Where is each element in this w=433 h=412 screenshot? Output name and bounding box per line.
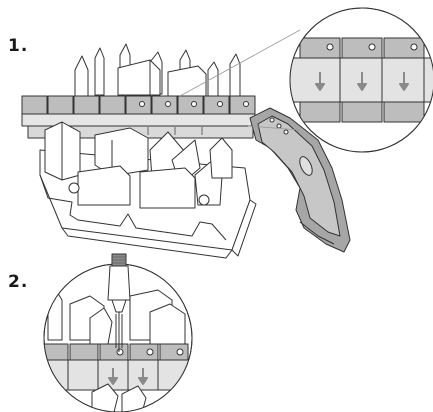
tray-blocks-front (44, 121, 233, 209)
down-arrow-icon (108, 368, 148, 385)
step-number-2: 2. (8, 272, 29, 292)
down-arrow-icon (147, 126, 203, 135)
insert-strip (21, 95, 256, 139)
tray-front-wall (39, 174, 227, 241)
screwdriver-tool (107, 253, 131, 352)
tray-block-back (117, 59, 207, 97)
step2-illustration (43, 253, 193, 412)
down-arrow-icon (315, 72, 409, 91)
tray-handle (249, 107, 351, 253)
step-number-1: 1. (8, 36, 29, 56)
zoom-detail-step1 (289, 7, 433, 153)
zoom-leader-lines (179, 29, 301, 131)
step1-illustration (21, 7, 433, 259)
screw-icon (116, 348, 184, 356)
